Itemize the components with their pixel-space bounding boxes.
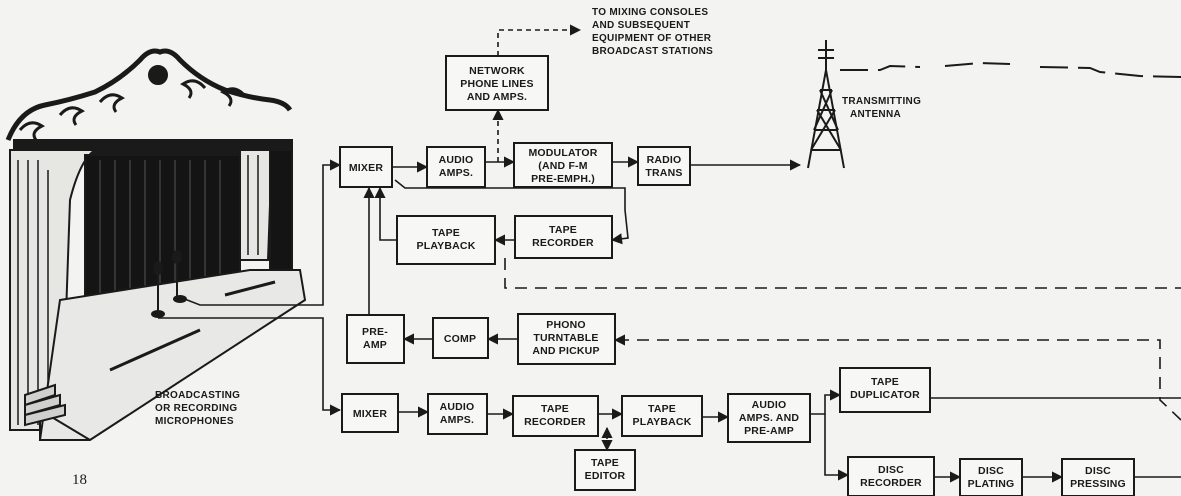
svg-text:COMP: COMP [444, 333, 476, 345]
stage-illustration [8, 51, 305, 440]
mixer-top-block: MIXER [340, 147, 392, 187]
pre-amp-block: PRE-AMP [347, 315, 404, 363]
page-number: 18 [72, 472, 87, 488]
note-microphones: BROADCASTING OR RECORDING MICROPHONES [155, 390, 243, 427]
mixer-bottom-block: MIXER [342, 394, 398, 432]
note-transmitting-antenna: TRANSMITTING ANTENNA [842, 96, 924, 120]
svg-text:PRE-AMP: PRE-AMP [362, 326, 388, 351]
note-mixing-consoles: TO MIXING CONSOLES AND SUBSEQUENT EQUIPM… [592, 7, 714, 57]
svg-text:MIXER: MIXER [353, 408, 387, 420]
comp-block: COMP [433, 318, 488, 358]
svg-text:MIXER: MIXER [349, 162, 383, 174]
